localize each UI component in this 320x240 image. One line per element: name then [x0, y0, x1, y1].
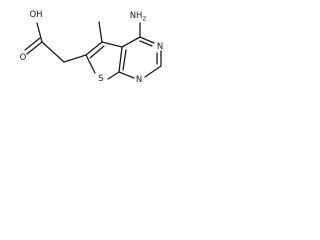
bond-carbonyl-2: [24, 37, 41, 51]
atom-n3-label: N: [157, 42, 163, 52]
bond-c5-c4a: [85, 41, 103, 56]
bond-c4-n3: [139, 36, 155, 44]
bond-c5-c4a-double: [89, 45, 105, 59]
bond-s-c7a: [107, 71, 120, 80]
atom-amino-label: NH2: [130, 11, 147, 22]
atom-oh-label: OH: [29, 10, 42, 20]
bond-c4a-c3a: [101, 41, 123, 48]
bond-c2-n1: [144, 65, 162, 78]
bond-cooh-ch2: [41, 41, 65, 63]
bond-ch2-c5: [63, 54, 87, 63]
bond-cooh-oh: [36, 22, 43, 43]
atom-sulfur-label: S: [98, 74, 103, 84]
atom-carbonyl-o-label: O: [20, 53, 27, 63]
molecule-structure: OH O S NH2 N N: [20, 10, 164, 85]
atom-amino-subscript: 2: [142, 15, 146, 22]
atom-labels: OH O S NH2 N N: [20, 10, 164, 85]
bond-c3a-c7a-double: [122, 49, 127, 71]
bond-c4-n3-double: [139, 40, 153, 47]
bond-carbonyl-1: [26, 41, 43, 55]
bond-n1-c7a: [118, 71, 135, 79]
atom-amino-nh: NH: [130, 11, 143, 21]
bond-c4a-methyl: [98, 21, 103, 43]
bond-c3a-c7a: [118, 46, 123, 73]
atom-n1-label: N: [136, 75, 142, 85]
bond-c3a-c4: [121, 36, 141, 48]
bonds: [24, 21, 162, 80]
bond-c5-s: [85, 54, 96, 74]
